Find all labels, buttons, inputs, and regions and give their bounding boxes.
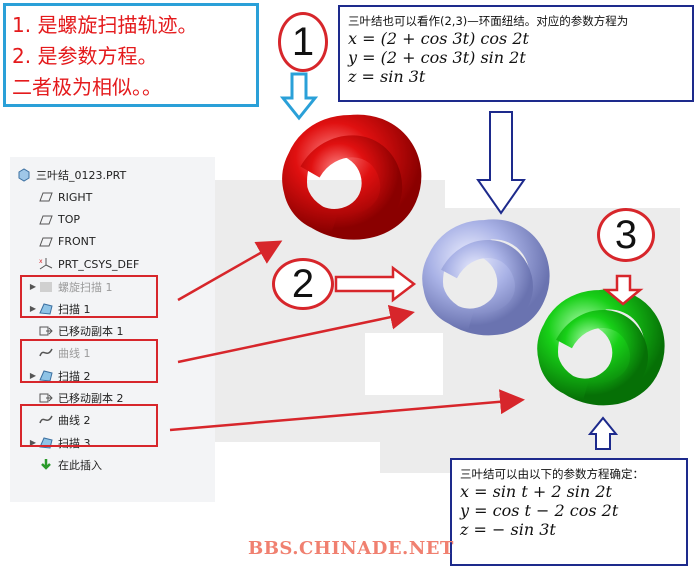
curve-icon <box>38 412 54 428</box>
tree-item[interactable]: 曲线 2 <box>28 410 91 430</box>
curve-icon <box>38 345 54 361</box>
insert-here-icon <box>38 457 54 473</box>
tree-item[interactable]: 曲线 1 <box>28 343 91 363</box>
tree-item-label: 曲线 1 <box>58 347 91 361</box>
formula-caption: 三叶结可以由以下的参数方程确定： <box>460 467 644 481</box>
tree-item-label: 螺旋扫描 1 <box>58 280 113 294</box>
pointer-arrow <box>169 389 525 432</box>
down-arrow-icon <box>476 111 526 215</box>
tree-item[interactable]: ▶ 螺旋扫描 1 <box>28 277 113 297</box>
tree-item-label: FRONT <box>58 235 96 249</box>
helical-sweep-icon <box>38 279 54 295</box>
marker-circle-2: 2 <box>272 258 334 310</box>
formula-line: z = − sin 3t <box>460 520 556 539</box>
formula-line: x = sin t + 2 sin 2t <box>460 482 612 501</box>
formula-line: y = (2 + cos 3t) sin 2t <box>348 48 526 67</box>
blue-knot <box>422 219 550 336</box>
sweep-icon <box>38 368 54 384</box>
tree-item-label: 扫描 2 <box>58 369 91 383</box>
pointer-arrow <box>177 240 283 302</box>
tree-item[interactable]: TOP <box>28 210 80 230</box>
formula-line: x = (2 + cos 3t) cos 2t <box>348 29 529 48</box>
up-arrow-icon <box>587 416 619 450</box>
formula-line: y = cos t − 2 cos 2t <box>460 501 619 520</box>
tree-item-label: 已移动副本 1 <box>58 325 124 339</box>
tree-item-label: PRT_CSYS_DEF <box>58 257 140 271</box>
marker-circle-3: 3 <box>597 208 655 262</box>
pointer-arrow <box>177 304 415 364</box>
watermark: BBS.CHINADE.NET <box>248 538 454 559</box>
tree-item[interactable]: 在此插入 <box>28 455 102 475</box>
down-arrow-icon <box>279 72 319 121</box>
model-tree: 三叶结_0123.PRT RIGHT TOP FRONT x PRT_CSYS_DEF ▶ 螺… <box>10 157 215 502</box>
formula-box-trefoil: 三叶结可以由以下的参数方程确定： x = sin t + 2 sin 2t y … <box>450 458 688 566</box>
blank-area <box>365 333 443 395</box>
tree-item[interactable]: 已移动副本 1 <box>28 321 124 341</box>
tree-item-label: 曲线 2 <box>58 414 91 428</box>
datum-plane-icon <box>38 234 54 250</box>
moved-copy-icon <box>38 390 54 406</box>
formula-caption: 三叶结也可以看作(2,3)—环面纽结。对应的参数方程为 <box>348 14 629 28</box>
tree-item-label: RIGHT <box>58 190 93 204</box>
red-knot <box>282 114 422 240</box>
highlight-box-sweep-2 <box>20 339 158 383</box>
svg-text:x: x <box>39 258 43 265</box>
tree-item-label: 三叶结_0123.PRT <box>36 169 127 182</box>
marker-circle-1: 1 <box>278 12 328 72</box>
expand-triangle-icon[interactable]: ▶ <box>29 304 37 314</box>
green-knot <box>537 289 665 406</box>
annotation-note: 1. 是螺旋扫描轨迹。 2. 是参数方程。 二者极为相似。。 <box>3 3 259 107</box>
part-icon <box>16 167 32 183</box>
tree-item-label: 在此插入 <box>58 458 102 472</box>
right-arrow-icon <box>334 265 417 303</box>
highlight-box-sweep-1 <box>20 275 158 318</box>
formula-box-torus-knot: 三叶结也可以看作(2,3)—环面纽结。对应的参数方程为 x = (2 + cos… <box>338 5 694 102</box>
expand-triangle-icon[interactable]: ▶ <box>29 282 37 291</box>
tree-item-label: 已移动副本 2 <box>58 392 124 405</box>
down-arrow-icon <box>602 274 644 306</box>
expand-triangle-icon[interactable]: ▶ <box>29 371 37 381</box>
tree-item[interactable]: FRONT <box>28 232 96 252</box>
tree-item[interactable]: ▶ 扫描 2 <box>28 366 91 386</box>
datum-plane-icon <box>38 189 54 205</box>
tree-item[interactable]: x PRT_CSYS_DEF <box>28 254 139 274</box>
tree-item[interactable]: ▶ 扫描 1 <box>28 299 91 319</box>
note-line: 2. 是参数方程。 <box>12 44 158 68</box>
formula-line: z = sin 3t <box>348 67 426 86</box>
datum-plane-icon <box>38 212 54 228</box>
tree-item-label: TOP <box>58 213 81 227</box>
tree-item[interactable]: RIGHT <box>28 187 92 207</box>
tree-item[interactable]: 已移动副本 2 <box>28 388 124 408</box>
coordinate-system-icon: x <box>38 256 54 272</box>
expand-triangle-icon[interactable]: ▶ <box>29 438 37 448</box>
sweep-icon <box>38 301 54 317</box>
moved-copy-icon <box>38 323 54 339</box>
note-line: 1. 是螺旋扫描轨迹。 <box>12 13 198 37</box>
tree-item[interactable]: 三叶结_0123.PRT <box>16 165 126 185</box>
highlight-box-sweep-3 <box>20 404 158 447</box>
note-line: 二者极为相似。。 <box>12 75 162 99</box>
tree-item-label: 扫描 1 <box>58 302 91 316</box>
